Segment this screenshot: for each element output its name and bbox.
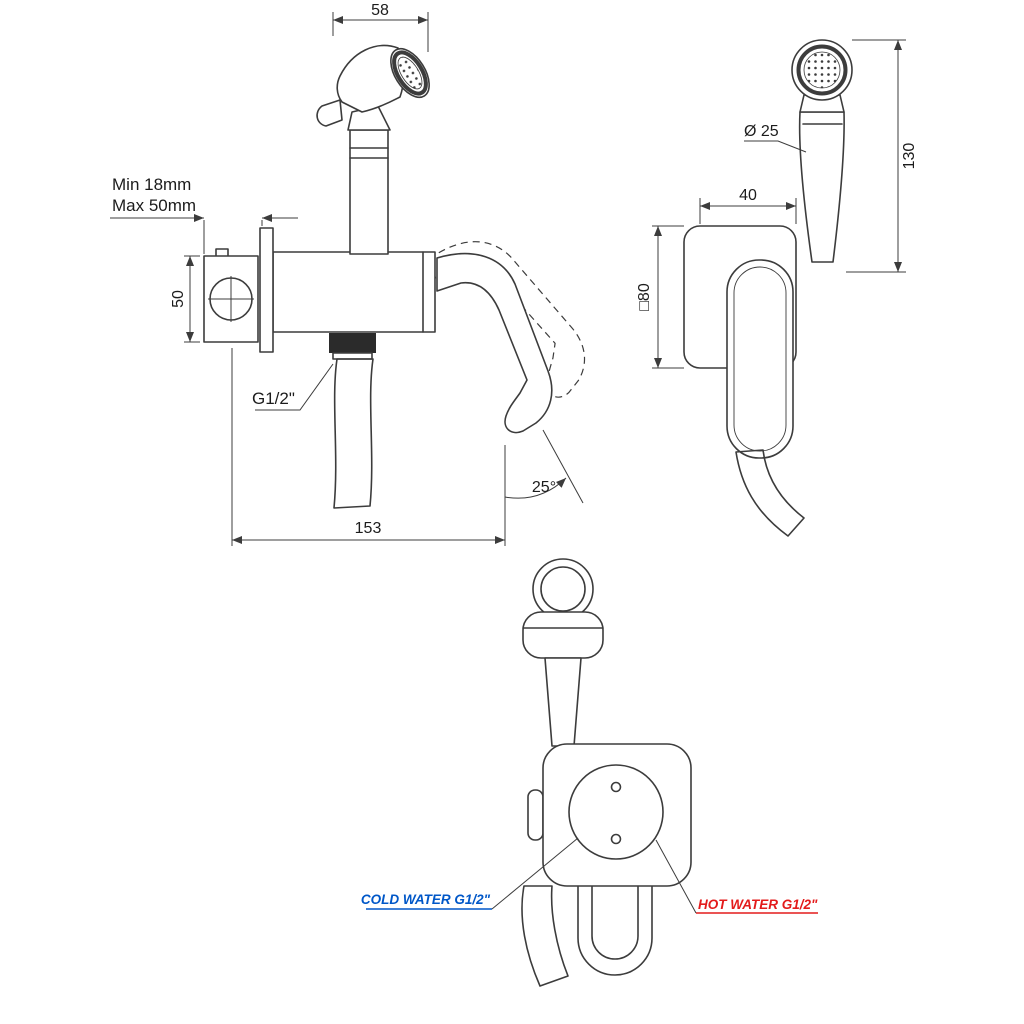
dim-angle-label: 25° [532, 479, 556, 496]
hot-water-callout: HOT WATER G1/2" [655, 839, 818, 914]
hand-sprayer-side [316, 44, 430, 255]
hand-sprayer-right [791, 39, 853, 263]
dimension-58: 58 [332, 2, 429, 52]
dim-square80-label: □80 [636, 283, 653, 311]
thread-label: G1/2" [252, 363, 334, 411]
hoses-front [521, 885, 653, 987]
dimension-wall-depth: Min 18mm Max 50mm [110, 175, 298, 254]
hot-water-label: HOT WATER G1/2" [698, 897, 818, 912]
wall-plate-front [527, 743, 692, 887]
thread-size-label: G1/2" [252, 389, 295, 408]
dimension-40: 40 [699, 187, 797, 224]
hose-side [329, 333, 376, 509]
dim-130-label: 130 [901, 143, 918, 170]
concealed-valve-box [203, 248, 259, 343]
sprayer-handle-front [544, 657, 582, 747]
side-view: 58 Min 18mm Max 50mm 50 G1/2" [110, 2, 586, 546]
sprayer-trigger [316, 99, 343, 127]
screw-bottom [610, 833, 622, 845]
dim-58-label: 58 [371, 2, 389, 19]
dimension-angle-25: 25° [504, 429, 584, 504]
holder-tab [527, 789, 544, 841]
spray-face-right [803, 51, 841, 89]
dimension-130: 130 [846, 39, 918, 273]
dimension-50: 50 [170, 255, 200, 343]
cold-water-callout: COLD WATER G1/2" [361, 837, 579, 910]
dim-max-label: Max 50mm [112, 196, 196, 215]
screw-top [610, 781, 622, 793]
cold-water-label: COLD WATER G1/2" [361, 892, 491, 907]
holder-cradle [522, 611, 604, 659]
dimension-diameter-25: Ø 25 [744, 123, 807, 153]
mixer-body [272, 251, 436, 333]
front-view: COLD WATER G1/2" HOT WATER G1/2" [361, 558, 818, 987]
right-view: Ø 25 130 40 □80 [636, 39, 918, 537]
dimension-153: 153 [231, 348, 506, 546]
wall-flange [259, 227, 274, 353]
dim-diameter-label: Ø 25 [744, 123, 779, 140]
dim-min-label: Min 18mm [112, 175, 191, 194]
dimension-square-80: □80 [636, 225, 684, 369]
lever-handle [436, 252, 553, 434]
dim-50-label: 50 [170, 290, 187, 308]
dim-40-label: 40 [739, 187, 757, 204]
holder-capsule [726, 259, 794, 459]
hose-right [735, 449, 805, 537]
plate-rosette [568, 764, 664, 860]
spray-face [397, 56, 423, 90]
dim-153-label: 153 [355, 520, 382, 537]
